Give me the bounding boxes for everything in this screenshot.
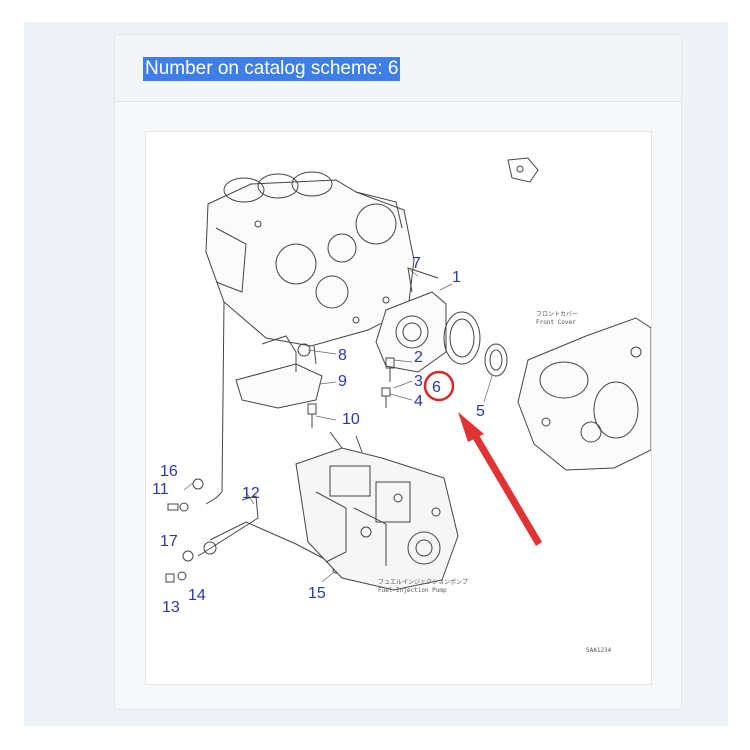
front-cover-label-jp: フロントカバー <box>536 311 578 318</box>
fuel-injection-pump-drawing <box>295 431 459 591</box>
callout-16[interactable]: 16 <box>160 463 178 480</box>
callout-12[interactable]: 12 <box>242 485 260 502</box>
red-arrow-icon <box>458 412 542 546</box>
oil-pipe-drawing <box>197 491 335 565</box>
callout-17[interactable]: 17 <box>160 533 178 550</box>
callout-15[interactable]: 15 <box>308 585 326 602</box>
callout-14[interactable]: 14 <box>188 587 206 604</box>
front-cover-label-en: Front Cover <box>536 319 576 326</box>
drawing-code: SAA1234 <box>586 647 612 654</box>
panel-header: Number on catalog scheme: 6 <box>115 35 681 102</box>
callout-13[interactable]: 13 <box>162 599 180 616</box>
callout-2[interactable]: 2 <box>414 349 423 366</box>
callout-6-highlight-ring <box>423 370 455 402</box>
page-title: Number on catalog scheme: 6 <box>143 57 401 81</box>
diagram-canvas: 1 2 3 4 5 6 7 8 9 10 11 12 13 14 15 16 1… <box>152 157 651 654</box>
callout-1[interactable]: 1 <box>452 269 461 286</box>
front-cover-drawing <box>517 317 651 471</box>
bolts-drawing <box>381 357 395 408</box>
bracket-drawing <box>507 157 539 183</box>
pump-label-en: Fuel Injection Pump <box>378 587 447 594</box>
callout-5[interactable]: 5 <box>476 403 485 420</box>
callout-3[interactable]: 3 <box>414 373 423 390</box>
callout-9[interactable]: 9 <box>338 373 347 390</box>
callout-11[interactable]: 11 <box>152 481 169 498</box>
callout-7[interactable]: 7 <box>412 255 421 272</box>
callout-10[interactable]: 10 <box>342 411 360 428</box>
callout-4[interactable]: 4 <box>414 393 423 410</box>
parts-diagram[interactable]: 1 2 3 4 5 6 7 8 9 10 11 12 13 14 15 16 1… <box>145 131 652 685</box>
leader-lines <box>183 269 493 583</box>
pump-label-jp: フュエルインジェクションポンプ <box>378 578 468 586</box>
callout-6[interactable]: 6 <box>432 379 441 396</box>
housing-drawing <box>375 267 508 377</box>
catalog-panel: Number on catalog scheme: 6 <box>114 34 682 710</box>
callout-8[interactable]: 8 <box>338 347 347 364</box>
oil-strainer-drawing <box>235 335 323 428</box>
